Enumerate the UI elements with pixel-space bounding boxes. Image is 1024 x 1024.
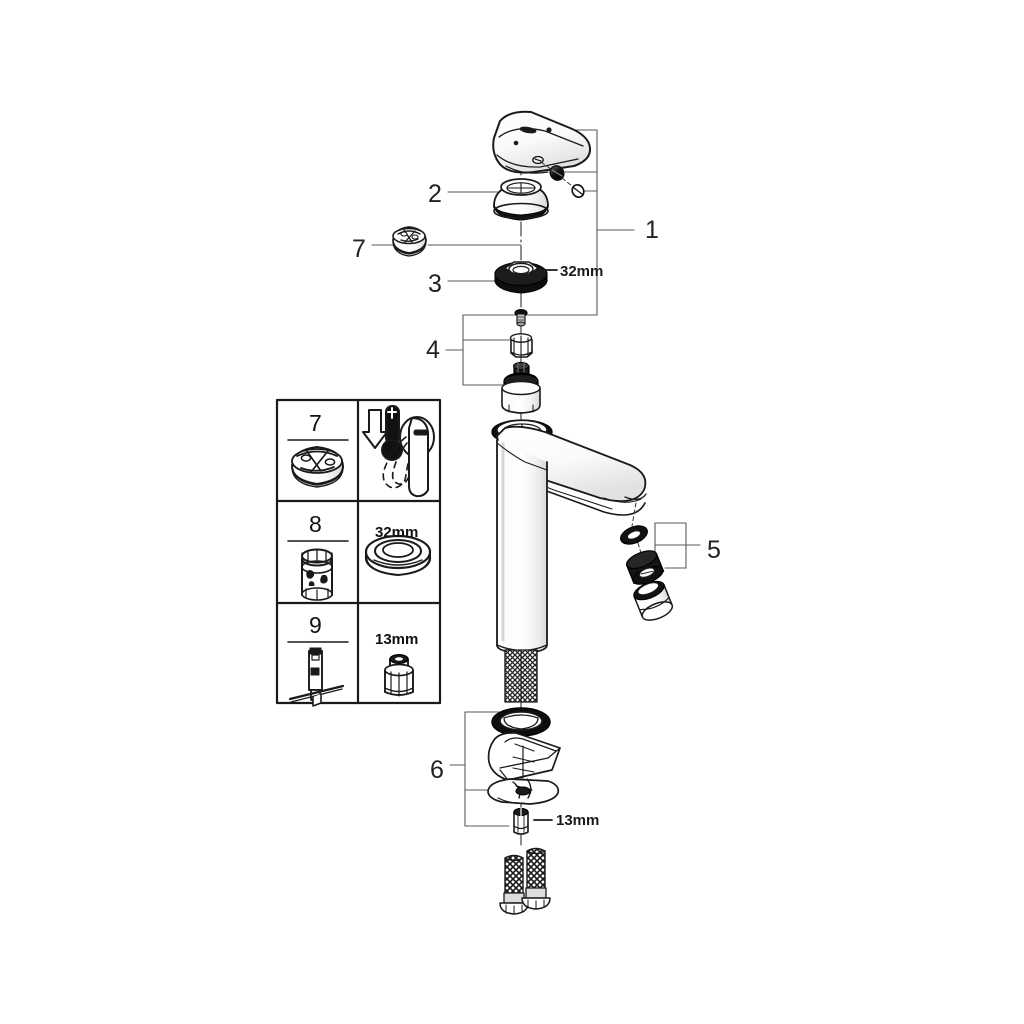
handle-cap-part	[493, 178, 549, 221]
dimension-label-base-nut: 13mm	[556, 812, 600, 829]
legend-caption-13mm: 13mm	[375, 631, 419, 648]
stabilizer-plate-part	[487, 778, 560, 805]
riser-supply-hose	[504, 649, 538, 703]
spout-body-part	[491, 419, 647, 654]
ceramic-cartridge-part	[501, 361, 541, 414]
legend-icon-cartridge-sleeve	[287, 540, 349, 601]
legend-table-grid	[275, 398, 442, 705]
callout-number-2: 2	[428, 180, 442, 208]
mounting-bracket-part	[487, 732, 561, 781]
legend-number-8: 8	[309, 511, 322, 537]
callout-number-3: 3	[428, 270, 442, 298]
legend-number-9: 9	[309, 612, 322, 638]
callout-leader-lines	[371, 129, 701, 827]
legend-icon-socket-nut	[384, 653, 414, 697]
legend-number-7: 7	[309, 410, 322, 436]
callout-number-4: 4	[426, 336, 440, 364]
screw-plug-part	[561, 177, 585, 198]
cap-nut-part	[494, 261, 548, 294]
temperature-limiter-part	[392, 226, 427, 257]
callout-number-5: 5	[707, 536, 721, 564]
legend-icon-cap-nut-seal-ring	[364, 534, 432, 576]
set-screw-part	[540, 161, 565, 181]
aerator-assembly	[620, 502, 674, 621]
legend-icon-temperature-limiter-ring	[287, 439, 349, 488]
mounting-nut-part	[513, 807, 529, 835]
dimension-label-cap-nut: 32mm	[560, 263, 604, 280]
callout-number-7: 7	[352, 235, 366, 263]
callout-number-6: 6	[430, 756, 444, 784]
cartridge-nut-part	[509, 333, 533, 358]
legend-icon-thermometer-handle	[362, 405, 435, 498]
legend-icon-mounting-tool-rod	[287, 641, 349, 707]
callout-number-1: 1	[645, 216, 659, 244]
lever-handle-part	[492, 110, 592, 174]
braided-hose-pair-part	[499, 847, 551, 915]
base-sealing-ring-part	[491, 707, 551, 737]
retaining-screw-part	[514, 309, 528, 327]
legend-caption-32mm: 32mm	[375, 524, 419, 541]
